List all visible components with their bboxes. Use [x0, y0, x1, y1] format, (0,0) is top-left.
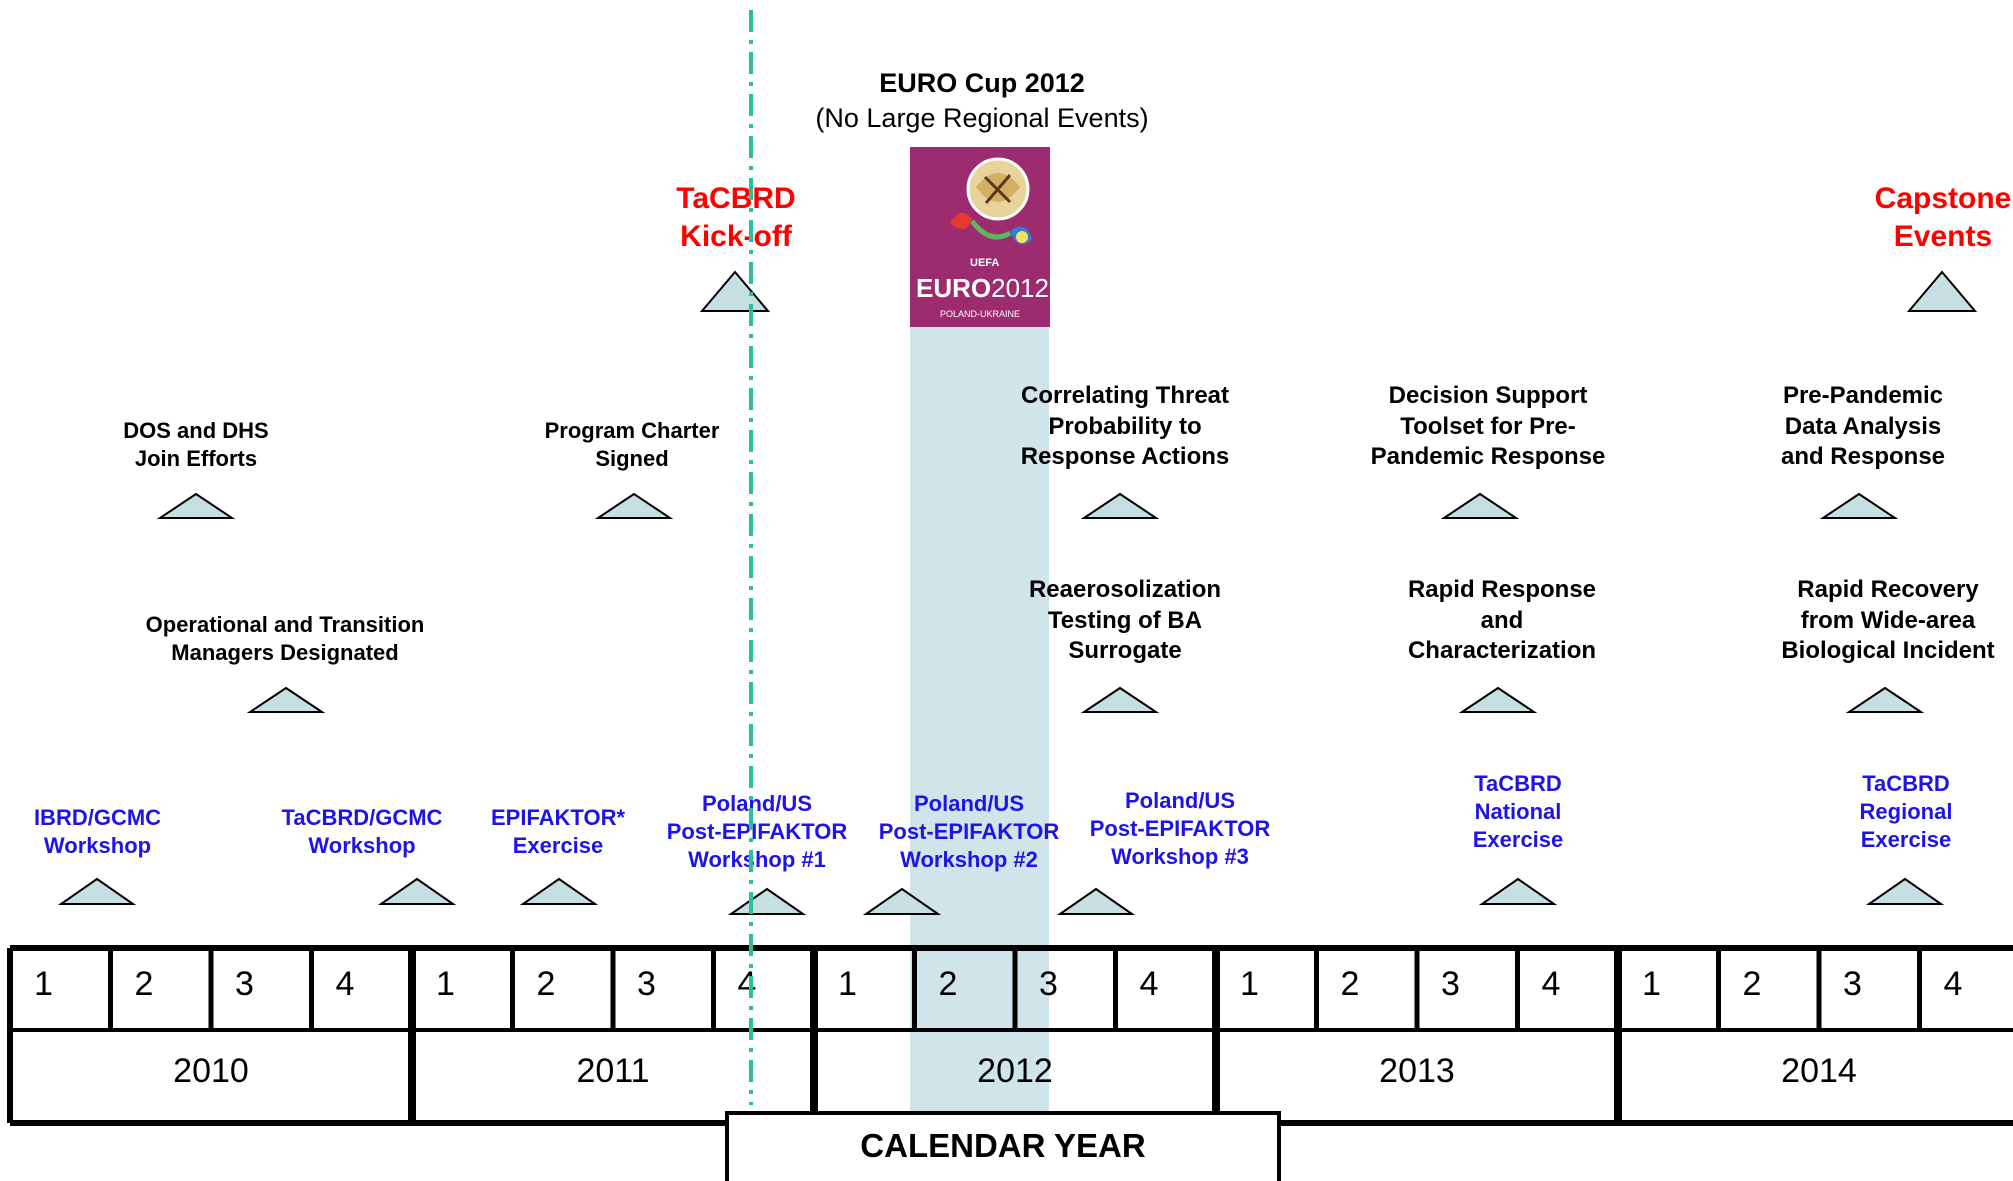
quarter-cell: 4 [1116, 953, 1217, 1028]
quarter-cell: 3 [1417, 953, 1518, 1028]
quarter-cell: 3 [1819, 953, 1920, 1028]
quarter-cell: 3 [211, 953, 312, 1028]
year-cell: 2010 [10, 1040, 412, 1120]
calendar-year-label: CALENDAR YEAR [729, 1115, 1277, 1165]
year-cell: 2013 [1216, 1040, 1618, 1120]
year-cell: 2011 [412, 1040, 814, 1120]
quarter-cell: 4 [1518, 953, 1619, 1028]
quarter-cell: 2 [111, 953, 212, 1028]
quarter-cell: 1 [1216, 953, 1317, 1028]
quarter-cell: 1 [412, 953, 513, 1028]
quarter-cell: 4 [1920, 953, 2013, 1028]
quarter-cell: 1 [1618, 953, 1719, 1028]
quarter-cell: 3 [613, 953, 714, 1028]
quarter-cell: 2 [1317, 953, 1418, 1028]
year-cell: 2012 [814, 1040, 1216, 1120]
quarter-cell: 1 [814, 953, 915, 1028]
quarter-cell: 4 [312, 953, 413, 1028]
quarter-cell: 2 [513, 953, 614, 1028]
year-cell: 2014 [1618, 1040, 2013, 1120]
quarter-cell: 2 [1719, 953, 1820, 1028]
quarter-cell: 4 [714, 953, 815, 1028]
quarter-cell: 2 [915, 953, 1016, 1028]
quarter-cell: 1 [10, 953, 111, 1028]
quarter-cell: 3 [1015, 953, 1116, 1028]
